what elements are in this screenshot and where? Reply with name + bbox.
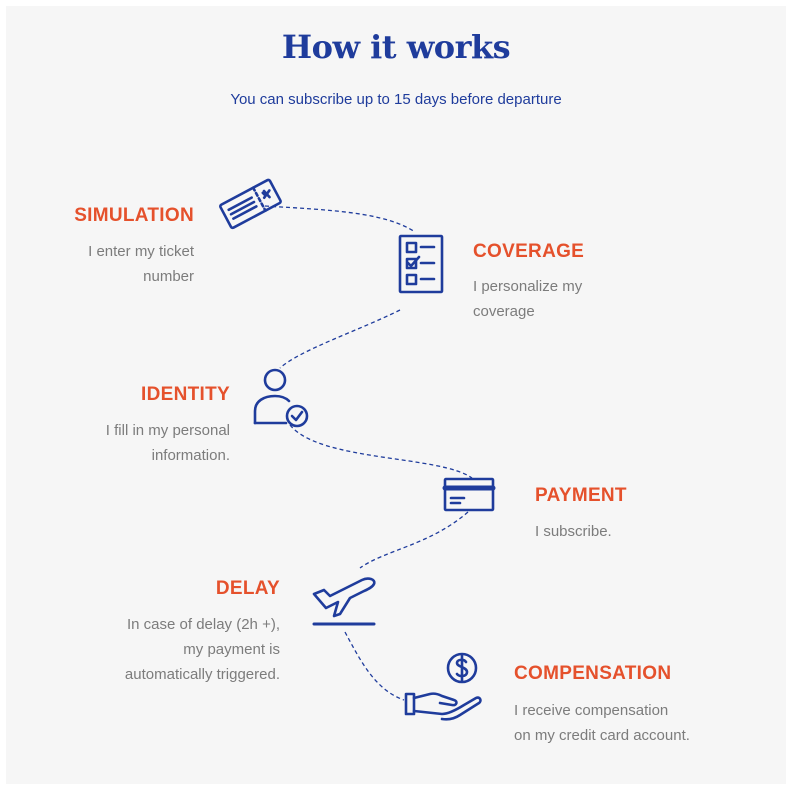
step-desc-payment: I subscribe. [535, 519, 735, 544]
desc-line: I enter my ticket [88, 243, 194, 260]
step-desc-identity: I fill in my personal information. [30, 418, 230, 468]
page-subtitle: You can subscribe up to 15 days before d… [230, 91, 562, 108]
hand-dollar-icon [404, 652, 482, 721]
page-title: How it works [281, 28, 511, 66]
desc-line: I receive compensation [514, 702, 669, 719]
airplane-takeoff-icon [312, 577, 376, 626]
connector-payment-delay [359, 511, 469, 569]
step-heading-identity: IDENTITY [141, 384, 230, 405]
connector-coverage-identity [279, 309, 401, 369]
step-heading-payment: PAYMENT [535, 485, 627, 506]
checklist-icon [398, 234, 444, 294]
connector-delay-compensation [344, 631, 405, 701]
desc-line: I personalize my [473, 278, 583, 295]
step-desc-coverage: I personalize my coverage [473, 274, 673, 324]
connector-identity-payment [289, 424, 473, 479]
background-panel [6, 6, 786, 784]
step-desc-simulation: I enter my ticket number [4, 239, 194, 289]
step-heading-delay: DELAY [215, 578, 280, 599]
step-desc-delay: In case of delay (2h +), my payment is a… [50, 612, 280, 687]
desc-line: coverage [473, 303, 535, 320]
desc-line: automatically triggered. [124, 666, 280, 683]
desc-line: In case of delay (2h +), [126, 616, 280, 633]
desc-line: my payment is [183, 641, 280, 658]
step-heading-coverage: COVERAGE [473, 241, 585, 262]
credit-card-icon [442, 477, 496, 512]
desc-line: I subscribe. [535, 523, 612, 540]
desc-line: I fill in my personal [105, 422, 230, 439]
connector-simulation-coverage [264, 205, 416, 233]
desc-line: on my credit card account. [514, 727, 690, 744]
step-heading-simulation: SIMULATION [74, 205, 194, 226]
user-check-icon [253, 368, 309, 428]
plane-ticket-icon [219, 178, 282, 230]
desc-line: number [143, 268, 194, 285]
step-desc-compensation: I receive compensation on my credit card… [514, 698, 764, 748]
step-heading-compensation: COMPENSATION [514, 663, 672, 684]
desc-line: information. [151, 447, 230, 464]
